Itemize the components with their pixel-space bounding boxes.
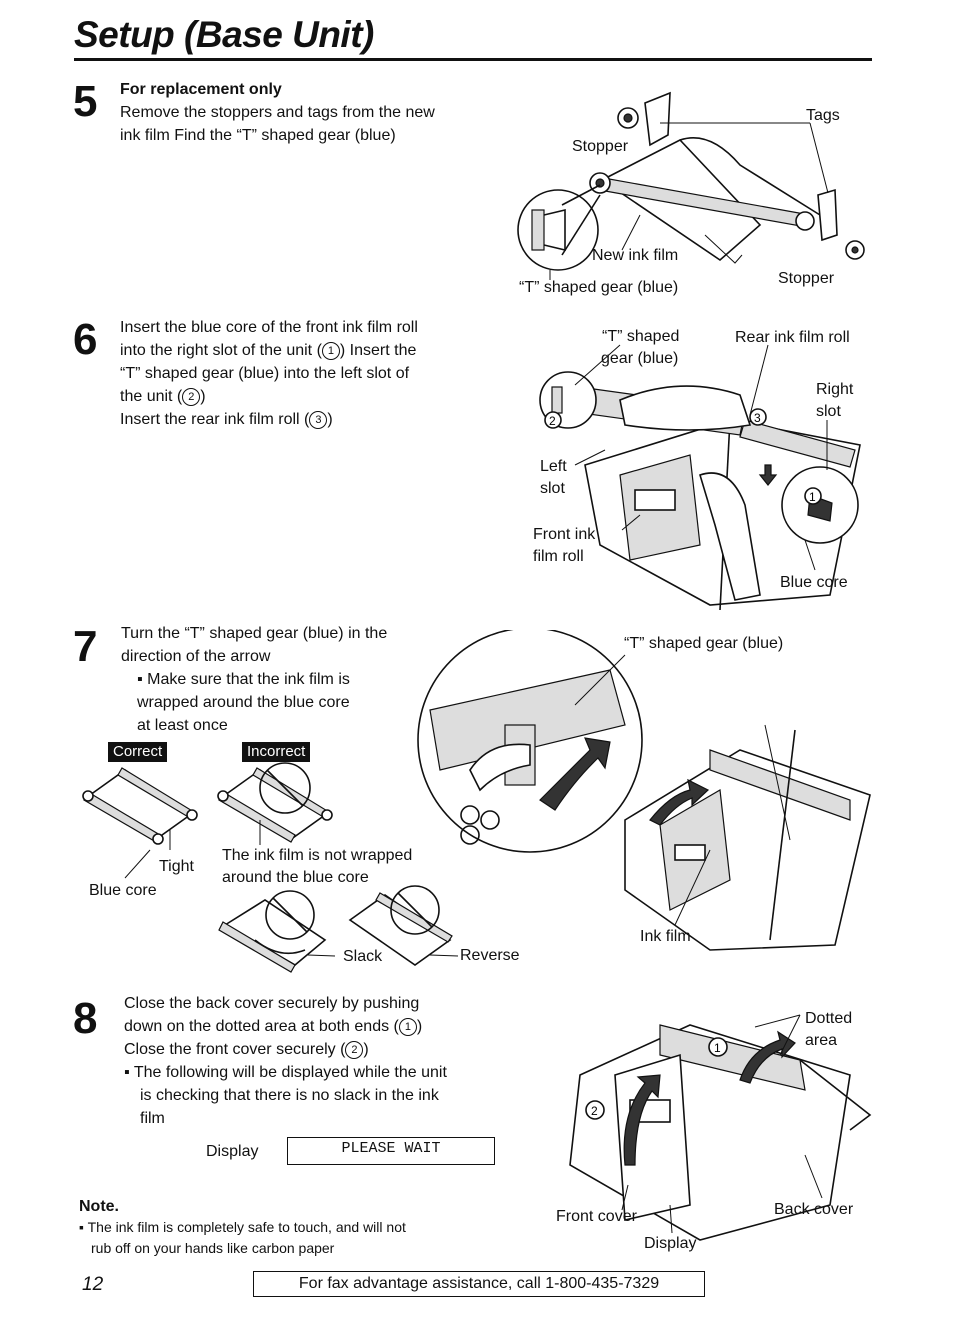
label-not-wrapped-2: around the blue core: [222, 869, 369, 886]
step-7-bullet-line: ▪ Make sure that the ink film is: [137, 671, 350, 688]
step-6-line: “T” shaped gear (blue) into the left slo…: [120, 365, 410, 382]
label-front-roll-2: film roll: [533, 548, 584, 565]
label-rear-roll: Rear ink film roll: [735, 329, 850, 346]
step-6-line: into the right slot of the unit (1) Inse…: [120, 342, 417, 360]
label-blue-core: Blue core: [780, 574, 848, 591]
step-6-line: Insert the blue core of the front ink fi…: [120, 319, 418, 336]
step-5-number: 5: [73, 77, 98, 126]
step-6-number: 6: [73, 315, 98, 364]
step-7-gear-turn-illustration: [417, 630, 871, 951]
step-6-insert-illustration: 2 1 3: [539, 344, 861, 611]
circled-1: 1: [321, 342, 340, 360]
page-title: Setup (Base Unit): [74, 14, 374, 55]
label-right-slot-2: slot: [816, 403, 841, 420]
label-t-gear-7: “T” shaped gear (blue): [624, 635, 784, 652]
svg-text:1: 1: [714, 1041, 721, 1055]
page-number: 12: [82, 1274, 104, 1295]
label-reverse: Reverse: [460, 947, 520, 964]
label-right-slot-1: Right: [816, 381, 854, 398]
step-5-text: For replacement only Remove the stoppers…: [120, 78, 520, 147]
label-ink-film: Ink film: [640, 928, 691, 945]
step-8-bullet-line: is checking that there is no slack in th…: [140, 1087, 439, 1104]
footer-assistance: For fax advantage assistance, call 1-800…: [253, 1271, 705, 1297]
step-6-line: the unit (2): [120, 388, 206, 406]
note-line: ▪ The ink film is completely safe to tou…: [79, 1219, 406, 1235]
circled-2: 2: [345, 1041, 364, 1059]
label-stopper-bottom: Stopper: [778, 270, 835, 287]
circled-2: 2: [182, 388, 201, 406]
label-back-cover: Back cover: [774, 1201, 854, 1218]
step-5-line: ink film Find the “T” shaped gear (blue): [120, 127, 396, 144]
step-8-text: Close the back cover securely by pushing…: [124, 992, 524, 1130]
step-8-bullet-line: film: [140, 1110, 165, 1127]
title-rule: [74, 58, 872, 61]
label-stopper-top: Stopper: [572, 138, 629, 155]
circled-1: 1: [398, 1018, 417, 1036]
step-8-number: 8: [73, 994, 98, 1043]
svg-text:1: 1: [809, 490, 816, 504]
step-7-line: Turn the “T” shaped gear (blue) in the: [121, 625, 388, 642]
correct-badge: Correct: [108, 742, 168, 762]
step-8-line: down on the dotted area at both ends (1): [124, 1018, 423, 1036]
step-7-wrap-examples: [82, 762, 459, 973]
step-6-line: Insert the rear ink film roll (3): [120, 411, 333, 429]
note-body: ▪ The ink film is completely safe to tou…: [79, 1217, 519, 1259]
step-8-line: Close the front cover securely (2): [124, 1041, 369, 1059]
step-7-number: 7: [73, 622, 98, 671]
label-tags: Tags: [806, 107, 840, 124]
incorrect-badge: Incorrect: [242, 742, 311, 762]
label-left-slot-1: Left: [540, 458, 567, 475]
label-dotted-area-1: Dotted: [805, 1010, 853, 1027]
display-label: Display: [206, 1143, 259, 1160]
label-display: Display: [644, 1235, 697, 1252]
label-blue-core-7: Blue core: [89, 882, 157, 899]
step-6-text: Insert the blue core of the front ink fi…: [120, 316, 540, 431]
note-heading: Note.: [79, 1198, 119, 1215]
note-line: rub off on your hands like carbon paper: [91, 1240, 335, 1256]
label-tight: Tight: [159, 858, 194, 875]
label-slack: Slack: [343, 948, 383, 965]
step-5-ink-film-illustration: [517, 91, 865, 280]
svg-text:3: 3: [754, 411, 761, 425]
label-front-roll-1: Front ink: [533, 526, 596, 543]
label-new-ink-film: New ink film: [592, 247, 679, 264]
step-7-bullet-line: at least once: [137, 717, 228, 734]
step-5-heading: For replacement only: [120, 81, 282, 98]
step-8-bullet-line: ▪ The following will be displayed while …: [124, 1064, 447, 1081]
circled-3: 3: [309, 411, 328, 429]
label-left-slot-2: slot: [540, 480, 565, 497]
step-8-line: Close the back cover securely by pushing: [124, 995, 420, 1012]
step-7-text: Turn the “T” shaped gear (blue) in the d…: [121, 622, 451, 737]
label-t-gear-1: “T” shaped: [602, 328, 680, 345]
step-8-close-covers-illustration: 1 2: [569, 1014, 872, 1241]
lcd-display: PLEASE WAIT: [287, 1137, 495, 1165]
label-not-wrapped-1: The ink film is not wrapped: [222, 847, 413, 864]
step-7-line: direction of the arrow: [121, 648, 271, 665]
label-t-gear: “T” shaped gear (blue): [519, 279, 679, 296]
label-front-cover: Front cover: [556, 1208, 637, 1225]
label-dotted-area-2: area: [805, 1032, 838, 1049]
svg-text:2: 2: [549, 414, 556, 428]
svg-text:2: 2: [591, 1104, 598, 1118]
label-t-gear-2: gear (blue): [601, 350, 679, 367]
step-5-line: Remove the stoppers and tags from the ne…: [120, 104, 435, 121]
step-7-bullet-line: wrapped around the blue core: [137, 694, 350, 711]
